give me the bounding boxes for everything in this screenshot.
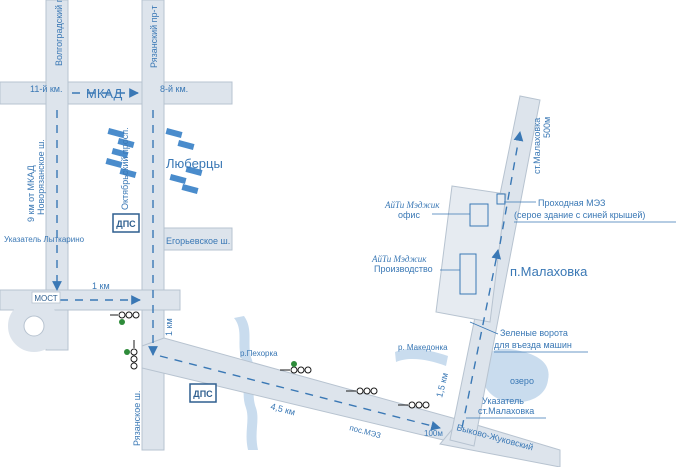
gate-line1-label: Проходная МЭЗ (538, 198, 606, 208)
traffic-lights (110, 311, 430, 409)
dist-1km-vertical: 1 км (164, 318, 174, 336)
ryazanskoe-label: Рязанское ш. (132, 391, 142, 446)
route-arrows (52, 88, 524, 431)
production-building (459, 253, 477, 295)
green-gate-line2-label: для въезда машин (494, 340, 572, 350)
most-label: МОСТ (34, 294, 57, 303)
egoryevskoe-label: Егорьевское ш. (166, 236, 230, 246)
dps-post-1: ДПС (112, 213, 140, 233)
pekhorka-label: р.Пехорка (240, 349, 278, 358)
prod-brand-label: АйТи Мэджик (371, 254, 427, 264)
traffic-light-3 (280, 361, 312, 374)
mkad-label: МКАД (86, 86, 123, 101)
dps2-label: ДПС (193, 389, 213, 399)
office-sub-label: офис (398, 210, 420, 220)
lyubertsy-buildings (105, 128, 203, 194)
dist-1-5km: 1,5 км (434, 372, 450, 399)
road-egoryevskoe (163, 227, 233, 251)
mez-buildings (459, 193, 506, 295)
novoryazanskoe-label: Новорязанское ш. (36, 139, 46, 215)
office-brand-label: АйТи Мэджик (384, 200, 440, 210)
dps-post-2: ДПС (189, 383, 217, 403)
km8-label: 8-й км. (160, 84, 188, 94)
malakhovka-st-label: ст.Малаховка (532, 118, 542, 174)
km9-label: 9 км от МКАД (26, 165, 36, 222)
ryazansky-top-label: Рязанский пр-т (149, 5, 159, 68)
m500-label: 500м (542, 117, 552, 138)
office-building (469, 203, 489, 227)
ukazatel-mal-line1-label: Указатель (482, 396, 524, 406)
volgogradsky-label: Волгоградский пр-т (54, 0, 64, 66)
prod-sub-label: Производство (374, 264, 433, 274)
lyubertsy-label: Люберцы (166, 156, 223, 171)
roads (0, 0, 561, 467)
gate-line2-label: (серое здание с синей крышей) (514, 210, 645, 220)
lake (479, 348, 549, 403)
traffic-light-2 (124, 340, 138, 370)
dist-100m: 100м (424, 429, 443, 438)
green-gate-line1-label: Зеленые ворота (500, 328, 568, 338)
road-ryazansky (141, 0, 165, 451)
makedonka-label: р. Македонка (398, 343, 448, 352)
traffic-light-4 (346, 387, 378, 395)
ukazatel-mal-line2-label: ст.Малаховка (478, 406, 534, 416)
pos-mez-label: пос.МЭЗ (348, 423, 382, 440)
dps1-label: ДПС (116, 219, 136, 229)
labels: МКАД Волгоградский пр-т Рязанский пр-т 1… (4, 0, 676, 452)
dist-1km-horizontal: 1 км (92, 281, 110, 291)
traffic-light-5 (398, 401, 430, 409)
loop-interchange (8, 300, 60, 352)
gate-building (496, 193, 506, 205)
makedonka-river (395, 349, 448, 366)
ukazatel-lytkarino-label: Указатель Лыткарино (4, 235, 85, 244)
traffic-light-1 (110, 311, 140, 325)
km11-label: 11-й км. (30, 84, 63, 94)
malakhovka-label: п.Малаховка (510, 264, 588, 279)
oktyabrsky-label: Октябрьский просп. (120, 127, 130, 210)
ozero-label: озеро (510, 376, 534, 386)
